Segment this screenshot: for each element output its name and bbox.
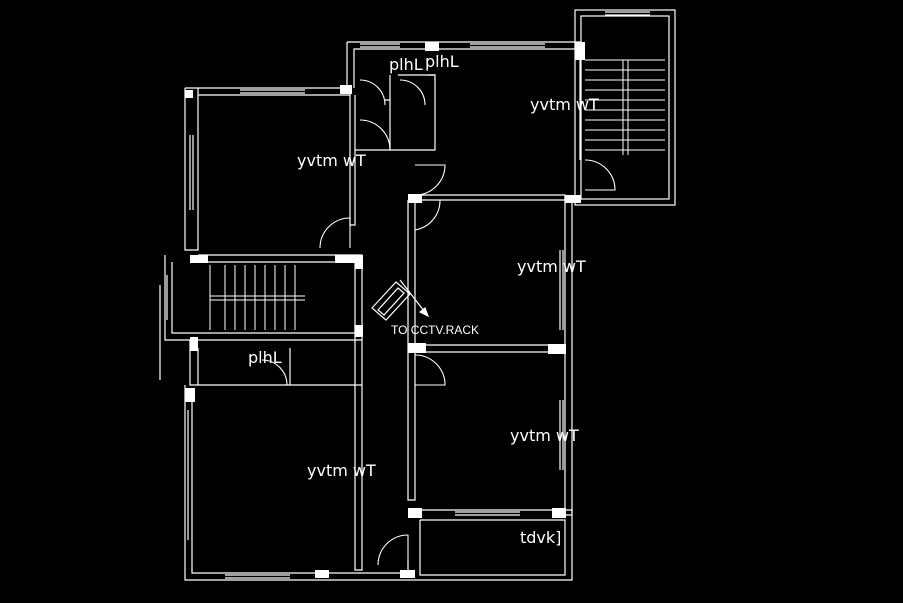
- wall-utility: [415, 509, 573, 581]
- toilet-left-walls: [189, 340, 362, 386]
- stair-treads-left: [209, 265, 305, 330]
- door-stair-top-right: [584, 159, 616, 191]
- stair-block-left: [164, 254, 363, 341]
- door-toilet-c: [261, 359, 288, 386]
- wall-lower-left: [184, 385, 415, 581]
- wall-right-middle: [564, 195, 573, 516]
- room-label-lower-left: yvtm wT: [307, 461, 376, 480]
- room-label-middle-right: yvtm wT: [517, 257, 586, 276]
- stair-treads-top-right: [585, 59, 665, 155]
- wall-left-upper: [184, 88, 199, 251]
- corridor-wall-left-lower: [354, 325, 363, 571]
- door-corridor-top: [359, 119, 391, 151]
- toilet-label-b: plhL: [425, 52, 459, 71]
- cctv-annotation: TO CCTV.RACK: [391, 323, 480, 337]
- toilet-label-c: plhL: [248, 348, 282, 367]
- door-toilet-a: [359, 79, 386, 106]
- door-lower-left-room: [377, 534, 409, 566]
- columns: [185, 42, 585, 578]
- utility-label: tdvk]: [520, 528, 562, 547]
- corridor-wall-left-top: [349, 95, 356, 226]
- room-label-top-right: yvtm wT: [530, 95, 599, 114]
- room-label-upper-left: yvtm wT: [297, 151, 366, 170]
- cctv-camera-icon: [371, 279, 430, 321]
- door-middle-right-room: [414, 199, 441, 231]
- toilet-label-a: plhL: [389, 55, 423, 74]
- door-toilet-b: [399, 79, 426, 106]
- door-swings: [261, 79, 616, 566]
- door-upper-left-room: [319, 217, 351, 249]
- room-label-lower-right: yvtm wT: [510, 426, 579, 445]
- stair-block-top-right: [574, 9, 676, 206]
- door-lower-right-room: [414, 354, 446, 386]
